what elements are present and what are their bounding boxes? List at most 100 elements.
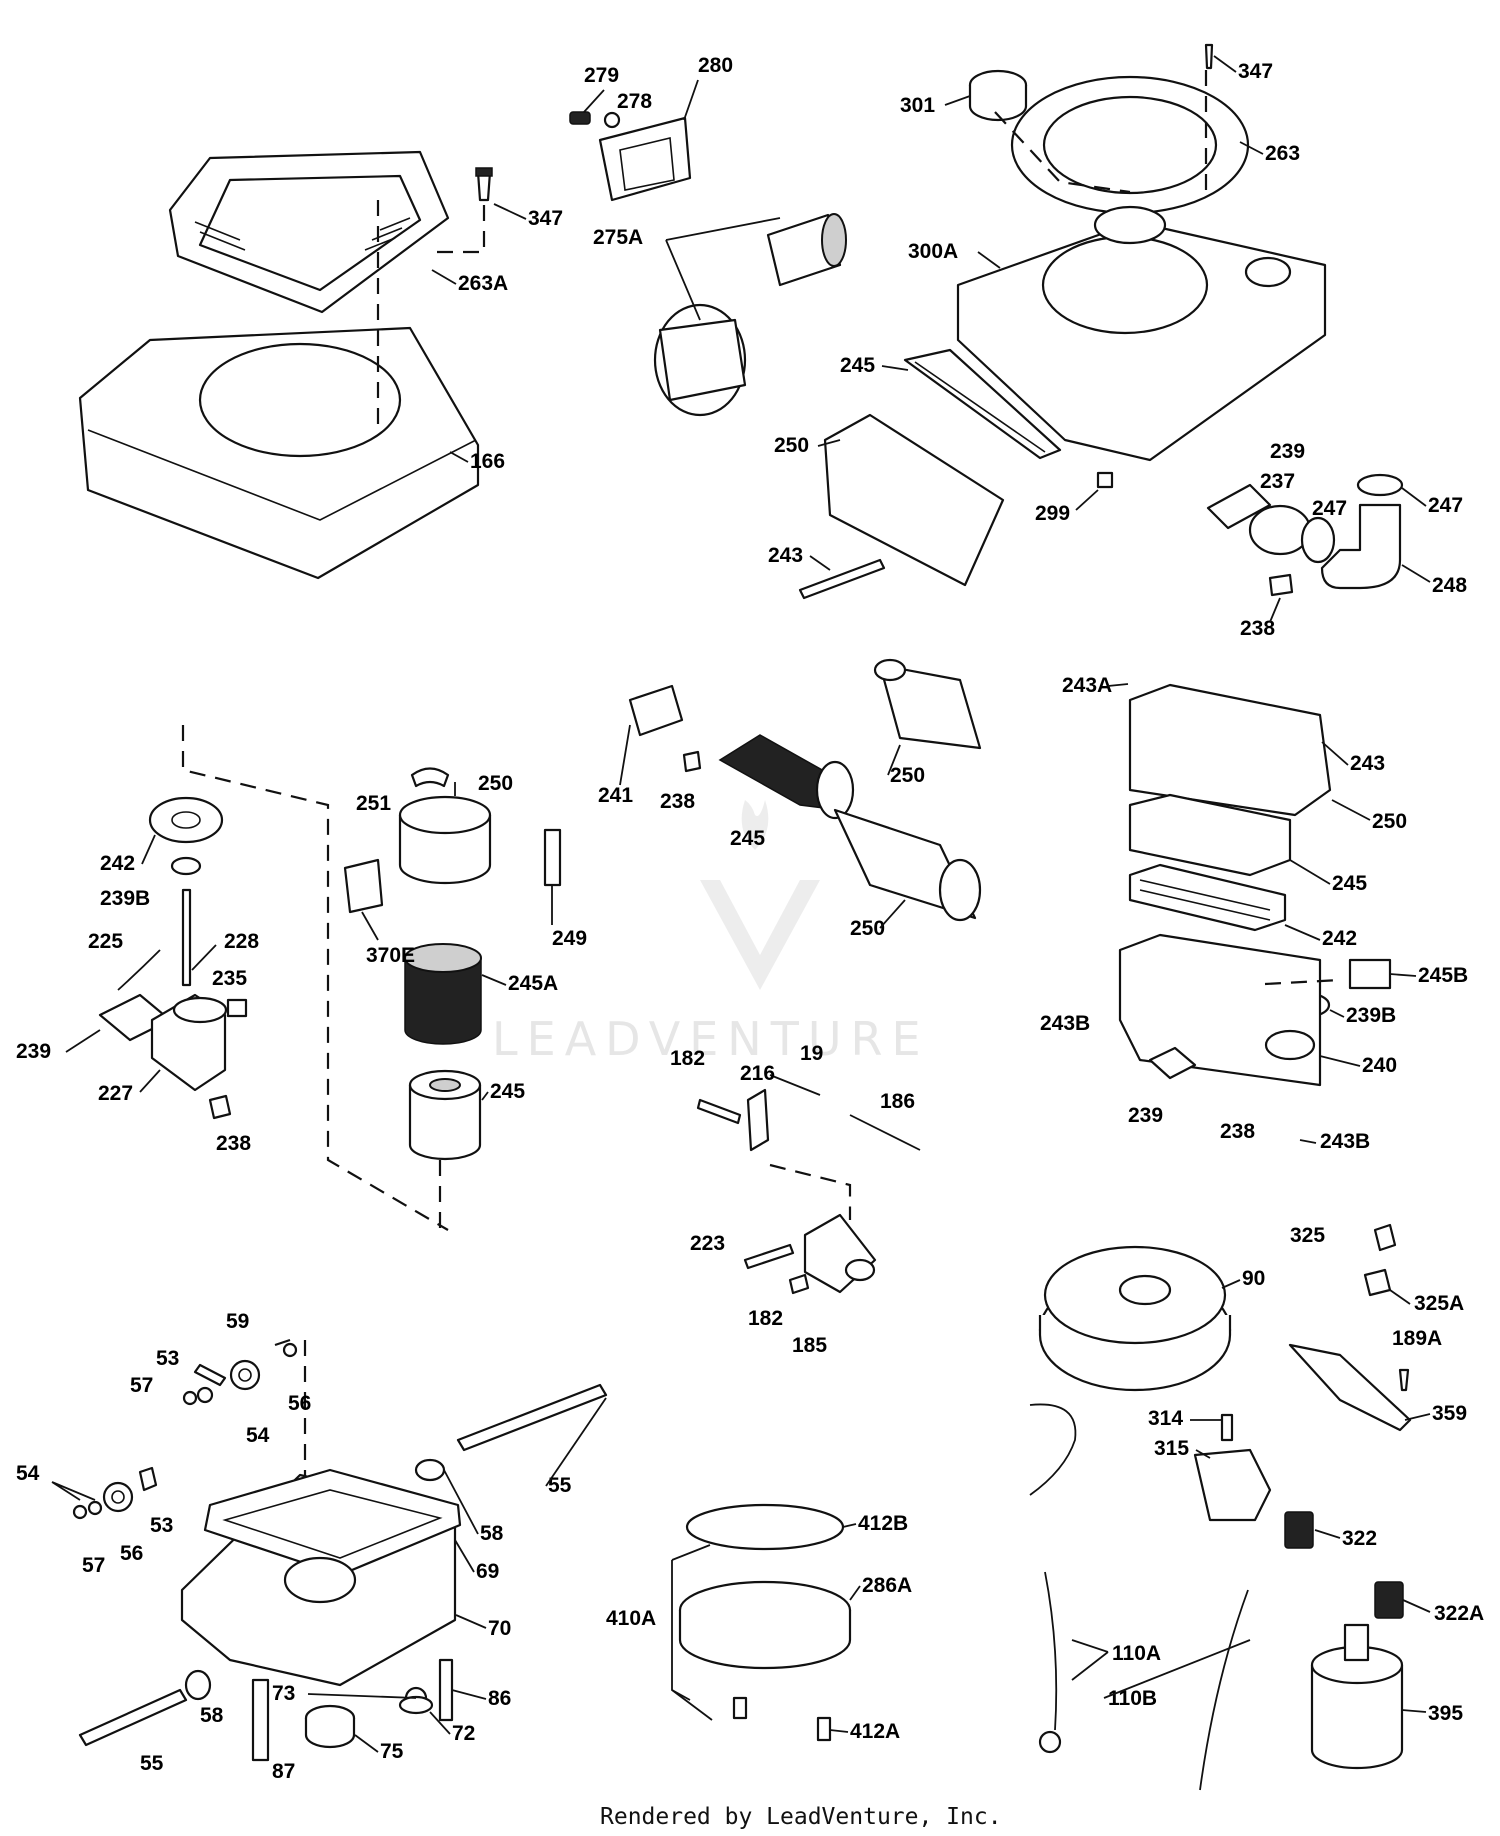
screw-314 bbox=[1220, 1413, 1234, 1442]
label-322: 322 bbox=[1342, 1527, 1377, 1550]
nut-299 bbox=[1096, 471, 1114, 489]
label-56-left: 56 bbox=[120, 1542, 143, 1565]
governor-gear-56-top bbox=[229, 1359, 261, 1391]
ignition-module-315 bbox=[1193, 1448, 1272, 1522]
cover-250-right bbox=[1128, 683, 1332, 817]
label-110B: 110B bbox=[1108, 1687, 1157, 1710]
crankshaft-55-top bbox=[456, 1383, 608, 1452]
prefilter-242-right bbox=[1128, 863, 1287, 932]
label-245B: 245B bbox=[1418, 964, 1468, 987]
label-19: 19 bbox=[800, 1042, 823, 1065]
spring-19 bbox=[769, 1074, 821, 1096]
governor-gear-56-left bbox=[102, 1481, 134, 1513]
dash-line bbox=[274, 1338, 291, 1347]
crankshaft-55-bottom bbox=[78, 1688, 188, 1747]
block-245B bbox=[1348, 958, 1392, 990]
mount-251 bbox=[410, 767, 450, 788]
link-186 bbox=[849, 1114, 921, 1151]
label-410A: 410A bbox=[606, 1607, 656, 1630]
bolt-238-left bbox=[208, 1094, 232, 1120]
bolt-238-top bbox=[1268, 573, 1294, 597]
label-55-bottom: 55 bbox=[140, 1752, 164, 1775]
bolt-87 bbox=[251, 1678, 270, 1762]
screw-347-top-left bbox=[475, 167, 493, 202]
connector-322A bbox=[1374, 1581, 1404, 1619]
label-227: 227 bbox=[98, 1082, 133, 1105]
label-300A: 300A bbox=[908, 240, 958, 263]
filter-housing-250-left bbox=[398, 795, 492, 885]
label-75: 75 bbox=[380, 1740, 404, 1763]
label-239-left: 239 bbox=[16, 1040, 51, 1063]
label-238-top: 238 bbox=[1240, 617, 1275, 640]
base-240 bbox=[1118, 933, 1322, 1087]
label-239B-left: 239B bbox=[100, 887, 150, 910]
screw-182-top bbox=[696, 1098, 742, 1125]
label-242-right: 242 bbox=[1322, 927, 1357, 950]
label-279: 279 bbox=[584, 64, 619, 87]
washer-54-left bbox=[87, 1500, 103, 1516]
label-57-left: 57 bbox=[82, 1554, 105, 1577]
label-247-right: 247 bbox=[1428, 494, 1463, 517]
label-247: 247 bbox=[1312, 497, 1347, 520]
seal-58-top bbox=[414, 1458, 446, 1482]
label-59: 59 bbox=[226, 1310, 249, 1333]
clip-412A-left bbox=[732, 1696, 748, 1720]
leadventure-watermark-logo bbox=[700, 800, 820, 990]
screw-223 bbox=[743, 1243, 795, 1270]
label-237: 237 bbox=[1260, 470, 1295, 493]
label-239-top: 239 bbox=[1270, 440, 1305, 463]
label-242-left: 242 bbox=[100, 852, 135, 875]
label-412B: 412B bbox=[858, 1512, 908, 1535]
gasket-239-top bbox=[1206, 483, 1272, 530]
label-315: 315 bbox=[1154, 1437, 1189, 1460]
label-238-center: 238 bbox=[660, 790, 695, 813]
label-55-top: 55 bbox=[548, 1474, 572, 1497]
leader bbox=[665, 217, 781, 321]
label-250-top: 250 bbox=[774, 434, 809, 457]
dash-line bbox=[430, 205, 486, 254]
seal-239B-left bbox=[170, 856, 202, 876]
elbow-237 bbox=[1248, 504, 1312, 556]
label-240: 240 bbox=[1362, 1054, 1397, 1077]
label-322A: 322A bbox=[1434, 1602, 1484, 1625]
label-243-right: 243 bbox=[1350, 752, 1385, 775]
filter-245-top bbox=[903, 348, 1062, 460]
label-243A: 243A bbox=[1062, 674, 1112, 697]
seal-58-bottom bbox=[184, 1669, 212, 1701]
bolt-238-center bbox=[682, 750, 702, 773]
label-238-right: 238 bbox=[1220, 1120, 1255, 1143]
label-90: 90 bbox=[1242, 1267, 1265, 1290]
label-54-left: 54 bbox=[16, 1462, 40, 1485]
wire-harness bbox=[1029, 1403, 1077, 1496]
clip-325 bbox=[1373, 1223, 1397, 1252]
label-370E: 370E bbox=[366, 944, 415, 967]
leader-lines bbox=[51, 55, 1431, 1753]
label-280: 280 bbox=[698, 54, 733, 77]
carburetor-227 bbox=[150, 993, 228, 1092]
label-239-right: 239 bbox=[1128, 1104, 1163, 1127]
washer-278 bbox=[603, 111, 621, 129]
label-347-right: 347 bbox=[1238, 60, 1273, 83]
label-250-left: 250 bbox=[478, 772, 513, 795]
label-56-top: 56 bbox=[288, 1392, 311, 1415]
label-73: 73 bbox=[272, 1682, 295, 1705]
label-53-top: 53 bbox=[156, 1347, 179, 1370]
label-250-center-bottom: 250 bbox=[850, 917, 885, 940]
label-243-top: 243 bbox=[768, 544, 803, 567]
label-245A: 245A bbox=[508, 972, 558, 995]
flywheel-90 bbox=[1038, 1245, 1232, 1392]
label-182-top: 182 bbox=[670, 1047, 705, 1070]
filter-cover-250-top bbox=[823, 413, 1005, 587]
bracket-53-left bbox=[138, 1466, 158, 1492]
decal-370E bbox=[343, 858, 384, 914]
label-245-left: 245 bbox=[490, 1080, 525, 1103]
label-251: 251 bbox=[356, 792, 391, 815]
label-186: 186 bbox=[880, 1090, 915, 1113]
label-238-left: 238 bbox=[216, 1132, 251, 1155]
disc-412B bbox=[685, 1503, 845, 1551]
tube-225 bbox=[117, 949, 161, 991]
air-filter-275A-large bbox=[653, 303, 747, 417]
filter-245A bbox=[404, 943, 482, 1045]
footer-rendered-by: Rendered by LeadVenture, Inc. bbox=[600, 1804, 1002, 1830]
label-166: 166 bbox=[470, 450, 505, 473]
